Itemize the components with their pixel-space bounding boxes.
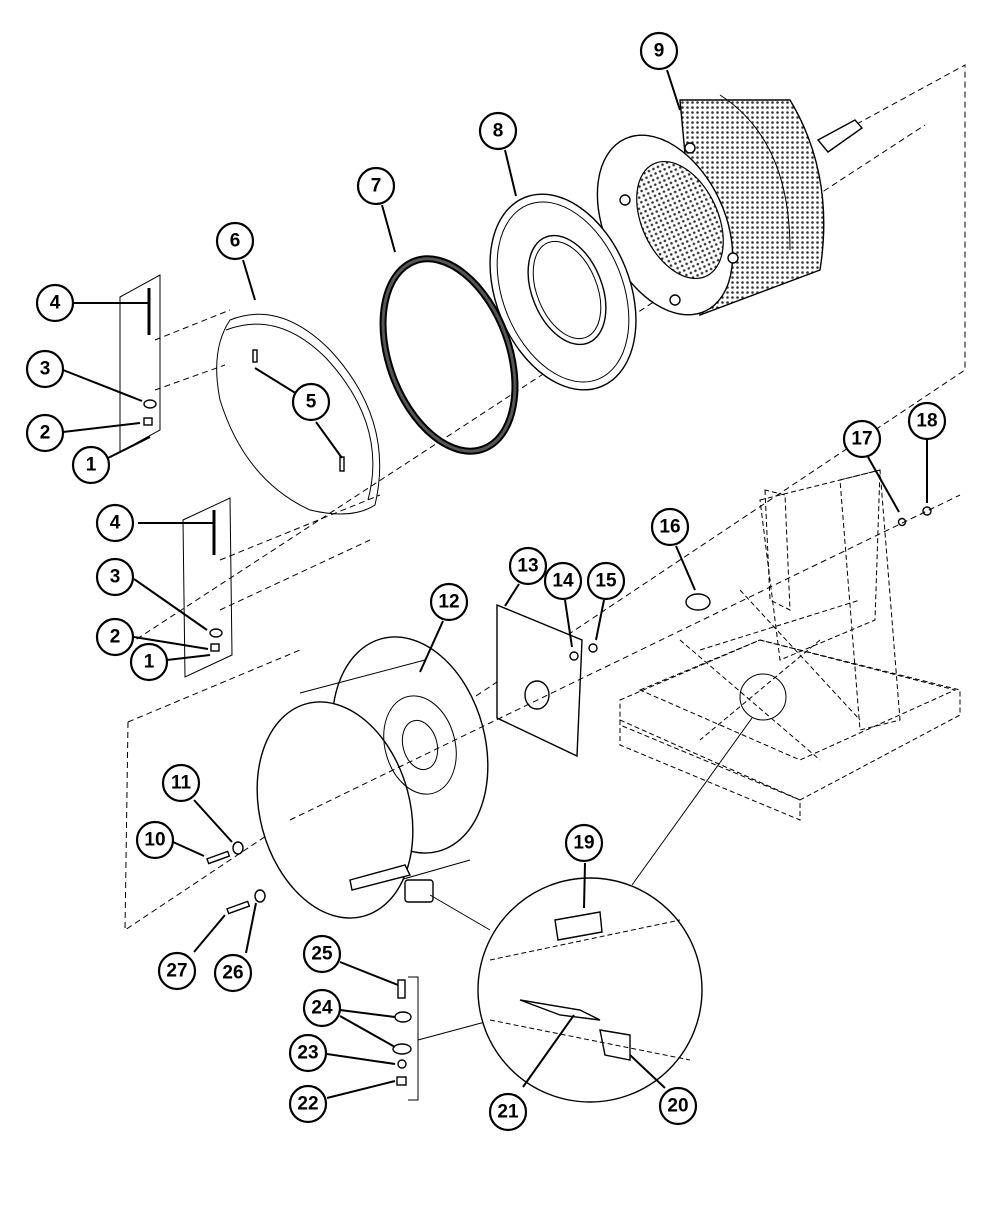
- callout-11: 11: [161, 763, 201, 803]
- callout-14: 14: [543, 561, 583, 601]
- callout-label: 14: [552, 571, 574, 592]
- callout-label: 25: [311, 944, 333, 965]
- callout-13: 13: [508, 546, 548, 586]
- callout-label: 12: [438, 592, 459, 613]
- callout-21: 21: [488, 1092, 528, 1132]
- callout-20: 20: [658, 1086, 698, 1126]
- callout-label: 18: [916, 411, 937, 432]
- detail-magnifier: [429, 673, 787, 1103]
- callout-label: 24: [311, 998, 333, 1019]
- callout-label: 7: [371, 176, 382, 197]
- callout-6: 6: [215, 221, 255, 261]
- callout-27: 27: [157, 951, 197, 991]
- callout-label: 9: [654, 41, 665, 62]
- perforated-drum: [596, 94, 864, 316]
- outer-tub: [256, 636, 489, 919]
- callout-1a: 1: [71, 445, 111, 485]
- callout-3a: 3: [25, 349, 65, 389]
- callout-label: 2: [110, 627, 121, 648]
- callout-2a: 2: [25, 413, 65, 453]
- fastener-stack: [392, 976, 486, 1101]
- door-ring: [489, 193, 637, 391]
- callout-label: 13: [517, 556, 538, 577]
- callout-18: 18: [907, 401, 947, 441]
- callout-label: 16: [659, 517, 680, 538]
- leader-lines: [62, 69, 928, 1099]
- callout-label: 4: [110, 513, 121, 534]
- callout-26: 26: [213, 953, 253, 993]
- callout-label: 3: [110, 567, 121, 588]
- callout-24: 24: [302, 988, 342, 1028]
- callout-label: 1: [86, 455, 97, 476]
- callout-label: 6: [230, 231, 241, 252]
- callout-3b: 3: [95, 557, 135, 597]
- callout-8: 8: [478, 111, 518, 151]
- callout-label: 17: [851, 429, 872, 450]
- callout-label: 27: [166, 961, 187, 982]
- callout-label: 3: [40, 359, 51, 380]
- bearing-plate: [496, 603, 583, 758]
- small-hardware: [289, 494, 961, 821]
- callout-label: 4: [50, 293, 61, 314]
- callout-label: 21: [497, 1102, 519, 1123]
- callout-label: 11: [171, 773, 192, 794]
- tub-fasteners: [206, 841, 434, 915]
- callout-7: 7: [356, 166, 396, 206]
- callout-label: 19: [573, 833, 594, 854]
- callout-10: 10: [135, 820, 175, 860]
- callout-19: 19: [564, 823, 604, 863]
- callout-2b: 2: [95, 617, 135, 657]
- callout-25: 25: [302, 934, 342, 974]
- base-frame: [619, 469, 961, 821]
- callout-label: 10: [144, 830, 165, 851]
- callout-label: 15: [595, 571, 617, 592]
- callout-label: 22: [297, 1094, 318, 1115]
- clamp-band: [216, 313, 381, 515]
- callout-23: 23: [288, 1033, 328, 1073]
- callout-label: 20: [667, 1096, 688, 1117]
- callout-label: 5: [306, 392, 317, 413]
- callout-4a: 4: [35, 283, 75, 323]
- callout-17: 17: [842, 419, 882, 459]
- callout-16: 16: [650, 507, 690, 547]
- gasket: [379, 255, 519, 455]
- callout-9: 9: [639, 31, 679, 71]
- callout-1b: 1: [129, 642, 169, 682]
- callout-label: 26: [222, 963, 243, 984]
- callout-label: 1: [144, 652, 155, 673]
- upper-bolt-bracket: [119, 274, 231, 453]
- callout-5: 5: [291, 382, 331, 422]
- callout-label: 2: [40, 423, 51, 444]
- callout-label: 8: [493, 121, 504, 142]
- callout-22: 22: [288, 1084, 328, 1124]
- callout-12: 12: [429, 582, 469, 622]
- callout-4b: 4: [95, 503, 135, 543]
- callout-label: 23: [297, 1043, 318, 1064]
- callout-15: 15: [586, 561, 626, 601]
- lower-bolt-bracket: [182, 494, 381, 678]
